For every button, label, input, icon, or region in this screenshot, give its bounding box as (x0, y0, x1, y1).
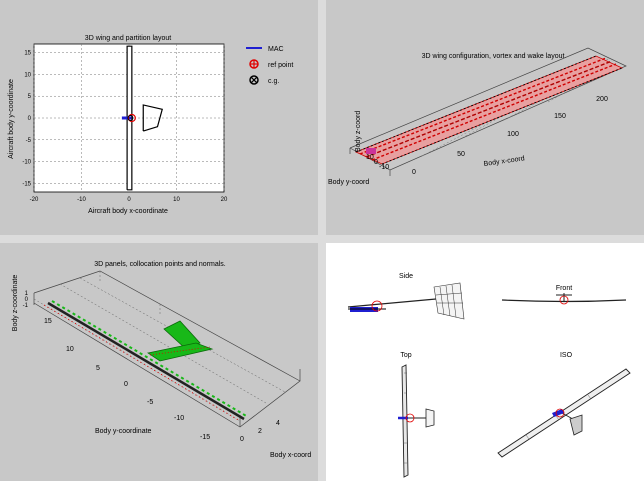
x-tick-label: 4 (276, 420, 280, 427)
wing-partition-chart: -20 -10 0 10 20 15 10 5 0 -5 -10 -15 3D wing and pa… (8, 35, 293, 215)
x-axis-label: Aircraft body x-coordinate (88, 208, 168, 215)
y-tick-label: -15 (200, 434, 210, 441)
tail-surfaces (146, 320, 214, 362)
y-axis-label: Body z-coord (355, 111, 362, 152)
x-tick-label: -10 (77, 197, 86, 203)
x-tick-label: 0 (127, 197, 131, 203)
z-tick-label: 0 (25, 297, 29, 303)
legend-cg-symbol (249, 75, 259, 85)
y-tick-label: -10 (379, 164, 389, 171)
y-tick-label: -10 (22, 160, 31, 166)
x-axis-label: Body x-coord (483, 155, 525, 168)
y-tick-label: 0 (374, 159, 378, 166)
view-label-iso: ISO (560, 352, 573, 359)
front-view-drawing (501, 293, 627, 305)
view-label-front: Front (556, 285, 572, 292)
y-tick-label: 0 (124, 381, 128, 388)
x-tick-label: 0 (240, 436, 244, 443)
views-chart: Side Front Top (347, 273, 631, 478)
wing-marker (366, 148, 376, 154)
view-label-top: Top (400, 352, 411, 359)
wake-sheet (354, 55, 624, 165)
y-tick-label: 15 (24, 51, 31, 57)
x-tick-label: -20 (30, 197, 39, 203)
legend: MAC ref point c.g. (246, 46, 293, 85)
x-tick-label: 150 (554, 113, 566, 120)
chart-wing-partition-panel: -20 -10 0 10 20 15 10 5 0 -5 -10 -15 3D wing and pa… (0, 0, 318, 235)
axes-box (349, 47, 627, 176)
chart-panels-normals-panel: 3D panels, collocation points and normal… (0, 243, 318, 481)
legend-mac-label: MAC (268, 46, 284, 53)
x-tick-label: 0 (412, 169, 416, 176)
top-view-drawing (398, 364, 435, 478)
z-axis-label: Body z-coordinate (12, 275, 19, 332)
x-tick-label: 200 (596, 96, 608, 103)
x-axis-label: Body x-coord (270, 452, 311, 459)
z-axis-label: Body y-coord (328, 179, 369, 186)
y-tick-label: -10 (174, 415, 184, 422)
y-tick-label: 15 (44, 318, 52, 325)
z-tick-label: 1 (25, 291, 29, 297)
z-tick-label: -1 (23, 303, 29, 309)
x-tick-label: 50 (457, 151, 465, 158)
chart-title: 3D wing configuration, vortex and wake l… (422, 53, 567, 60)
chart-views-panel: Side Front Top (326, 243, 644, 481)
x-tick-label: 100 (507, 131, 519, 138)
y-tick-label: 5 (28, 94, 32, 100)
vortex-wake-chart: 3D wing configuration, vortex and wake l… (328, 47, 627, 186)
y-tick-label: 10 (24, 72, 31, 78)
y-axis-label: Aircraft body y-coordinate (8, 79, 15, 159)
y-tick-label: -5 (26, 138, 32, 144)
y-tick-label: 10 (366, 154, 374, 161)
view-label-side: Side (399, 273, 413, 280)
chart-title: 3D panels, collocation points and normal… (94, 261, 226, 268)
tail-outline (142, 104, 163, 132)
y-tick-label: -5 (147, 399, 153, 406)
chart-vortex-wake-panel: 3D wing configuration, vortex and wake l… (326, 0, 644, 235)
wing-panels (43, 300, 249, 422)
legend-ref-point-label: ref point (268, 62, 293, 69)
y-tick-label: 5 (96, 365, 100, 372)
iso-view-drawing (497, 368, 631, 458)
cg-marker (127, 115, 134, 121)
chart-title: 3D wing and partition layout (85, 35, 171, 42)
y-tick-label: 10 (66, 346, 74, 353)
y-tick-label: -15 (22, 181, 31, 187)
side-view-drawing (347, 282, 465, 320)
legend-cg-label: c.g. (268, 78, 279, 85)
x-tick-label: 10 (173, 197, 180, 203)
y-tick-label: 0 (28, 116, 32, 122)
legend-ref-point-symbol (249, 59, 259, 69)
y-axis-label: Body y-coordinate (95, 428, 152, 435)
x-tick-label: 2 (258, 428, 262, 435)
panels-normals-chart: 3D panels, collocation points and normal… (12, 261, 311, 459)
x-tick-label: 20 (221, 197, 228, 203)
